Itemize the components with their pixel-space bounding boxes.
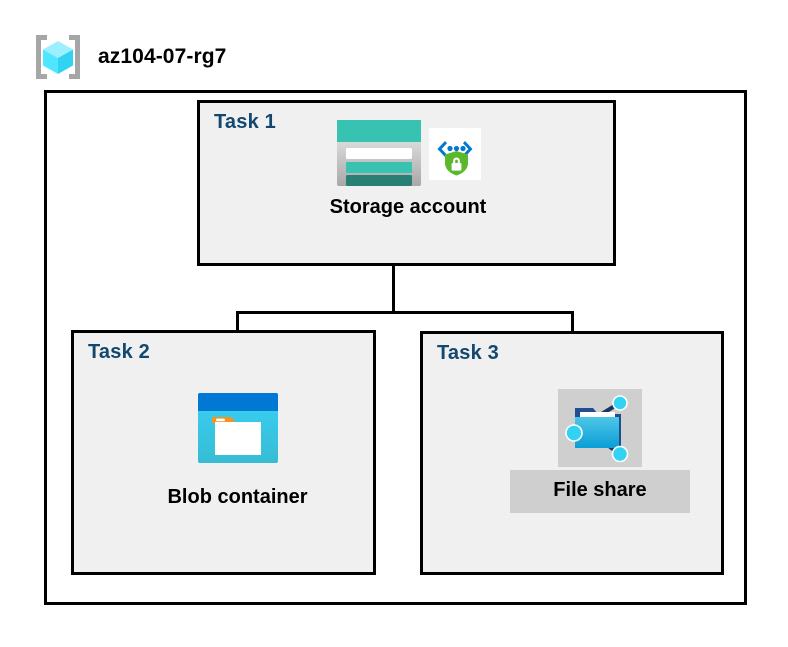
secure-endpoint-shield-icon xyxy=(423,118,481,180)
node-caption-file-share: File share xyxy=(510,470,690,513)
blob-container-icon xyxy=(197,392,279,464)
node-file-share[interactable]: File share xyxy=(510,389,690,513)
resource-group-cube-icon xyxy=(30,29,86,85)
connector-branch-crossbar xyxy=(236,311,574,314)
node-storage-account[interactable]: Storage account xyxy=(283,118,533,219)
task-title-task3: Task 3 xyxy=(437,342,499,364)
connector-storage-to-branch xyxy=(392,231,395,313)
resource-group-header: az104-07-rg7 xyxy=(30,28,350,86)
node-blob-container-icons xyxy=(197,392,279,464)
node-caption-storage-account: Storage account xyxy=(329,196,487,218)
storage-account-icon xyxy=(335,118,423,188)
file-share-icon xyxy=(563,393,637,463)
task-title-task2: Task 2 xyxy=(88,341,150,363)
node-caption-blob-container: Blob container xyxy=(167,486,308,508)
task-title-task1: Task 1 xyxy=(214,111,276,133)
resource-group-name: az104-07-rg7 xyxy=(98,45,227,68)
node-storage-account-icons xyxy=(335,118,481,188)
node-file-share-icons xyxy=(558,389,642,467)
node-blob-container[interactable]: Blob container xyxy=(150,392,325,509)
